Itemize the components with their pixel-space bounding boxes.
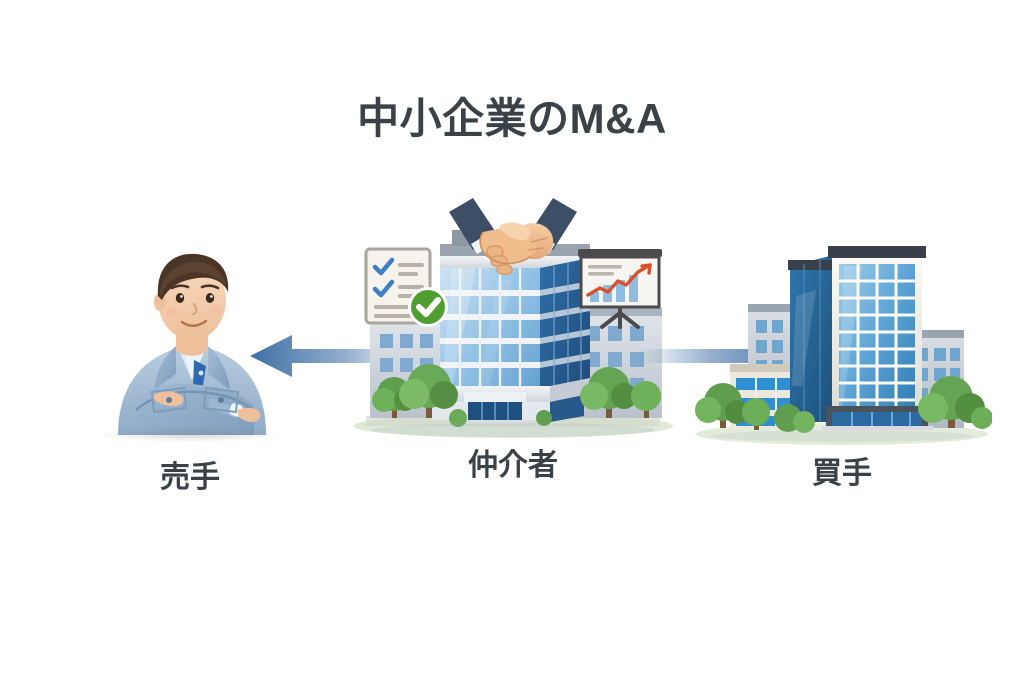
node-label-intermediary: 仲介者 — [468, 449, 558, 482]
businessman-arms-crossed-icon — [60, 240, 320, 435]
node-seller: 売手 — [60, 240, 320, 494]
presentation-chart-icon — [572, 245, 668, 331]
node-label-buyer: 買手 — [812, 457, 872, 490]
checklist-document-icon — [360, 245, 456, 331]
node-label-seller: 売手 — [160, 461, 220, 494]
seller-shadow — [98, 428, 282, 442]
corporate-tower-icon — [695, 246, 992, 445]
office-building-icon — [353, 230, 673, 438]
arrow-to-seller — [246, 330, 418, 382]
node-buyer: 買手 — [692, 236, 992, 490]
page-title: 中小企業のM&A — [357, 95, 667, 142]
handshake-icon — [443, 190, 583, 290]
node-intermediary: 仲介者 — [348, 190, 678, 490]
